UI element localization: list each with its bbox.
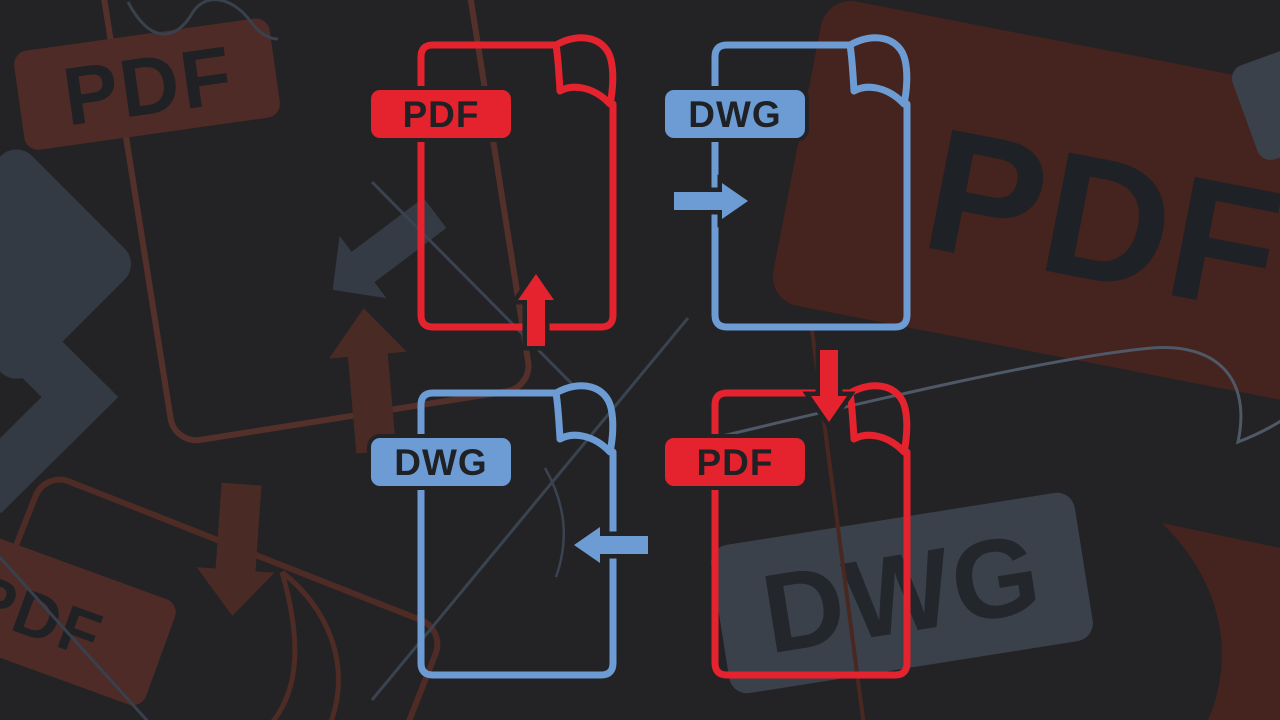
- left-arrow-icon: [566, 518, 653, 572]
- bg-stamp-pdf-right: PDF: [772, 1, 1280, 435]
- bg-stamp-plate: [0, 518, 176, 706]
- bg-slate-chevron: [0, 280, 119, 514]
- bg-slate-diamond: [0, 149, 132, 379]
- bg-diagonal-line-slate-1: [370, 180, 578, 390]
- folded-corner-icon: [552, 34, 617, 108]
- format-badge: PDF: [665, 438, 805, 486]
- document-icon-dwg-top-right: DWG: [665, 34, 912, 332]
- up-arrow-icon: [509, 266, 563, 351]
- bg-curve-top-center: [126, 0, 279, 41]
- folded-corner-icon: [552, 382, 617, 456]
- bg-page-curl-maroon-inner: [270, 571, 298, 720]
- format-badge: DWG: [665, 90, 805, 138]
- format-badge-label: DWG: [688, 93, 782, 135]
- bg-stamp-pdf-top-left: PDF: [14, 18, 280, 150]
- format-badge-label: PDF: [402, 93, 480, 135]
- bg-stamp-plate: [772, 1, 1280, 435]
- page-outline-path: [417, 389, 617, 679]
- folded-corner-icon: [846, 382, 911, 456]
- bg-curve-left-center: [543, 467, 565, 578]
- format-badge: PDF: [371, 90, 511, 138]
- page-outline-path: [711, 389, 911, 679]
- bg-stamp-plate: [711, 492, 1093, 694]
- right-arrow-icon: [669, 174, 756, 228]
- bg-maroon-corner-shape: [1162, 523, 1280, 720]
- document-icon-pdf-top-left: PDF: [371, 34, 618, 351]
- page-outline-path: [711, 41, 911, 331]
- page-outline-icon: [711, 34, 911, 331]
- format-badge-label: DWG: [394, 441, 488, 483]
- format-badge: DWG: [371, 438, 511, 486]
- document-icon-pdf-bottom-right: PDF: [665, 345, 912, 680]
- down-arrow-icon: [802, 345, 856, 430]
- folded-corner-icon: [846, 34, 911, 108]
- bg-page-curl-slate: [671, 346, 1280, 450]
- document-icon-dwg-bottom-left: DWG: [371, 382, 653, 680]
- bg-stamp-pdf-bottom-left: PDF: [0, 518, 176, 706]
- bg-maroon-arrow-down: [196, 482, 275, 616]
- page-outline-icon: [417, 34, 617, 331]
- bg-page-curl-maroon: [280, 570, 341, 720]
- bg-maroon-arrow-up: [328, 308, 407, 454]
- page-outline-path: [417, 41, 617, 331]
- bg-diagonal-line-slate-2: [370, 317, 690, 701]
- page-outline-icon: [417, 382, 617, 679]
- bg-slate-plate-top-right: [1231, 34, 1280, 161]
- bg-diagonal-line-slate-3: [0, 555, 149, 720]
- bg-stamp-plate: [14, 18, 280, 150]
- page-outline-icon: [711, 382, 911, 679]
- bg-stamp-dwg-bottom-right: DWG: [711, 492, 1093, 694]
- format-badge-label: PDF: [696, 441, 774, 483]
